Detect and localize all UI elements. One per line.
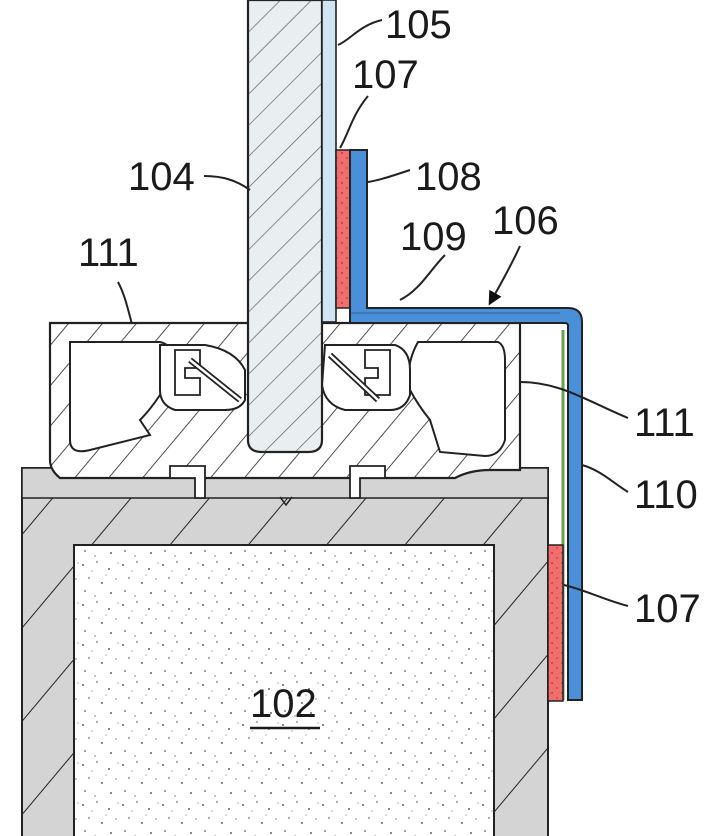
label-109: 109 xyxy=(400,215,467,259)
label-106: 106 xyxy=(492,199,559,243)
label-105: 105 xyxy=(385,3,452,47)
label-111-left: 111 xyxy=(78,231,139,275)
film-layer-105 xyxy=(321,0,337,323)
label-107-top: 107 xyxy=(352,53,419,97)
label-102: 102 xyxy=(250,682,317,726)
glass-pane-104 xyxy=(246,0,324,454)
leader-lines xyxy=(117,19,629,607)
label-111-right: 111 xyxy=(634,401,695,445)
wall-structure-102 xyxy=(21,467,549,836)
label-110: 110 xyxy=(634,473,698,517)
label-108: 108 xyxy=(415,155,482,199)
label-107-bottom: 107 xyxy=(634,587,701,631)
label-104: 104 xyxy=(128,155,195,199)
